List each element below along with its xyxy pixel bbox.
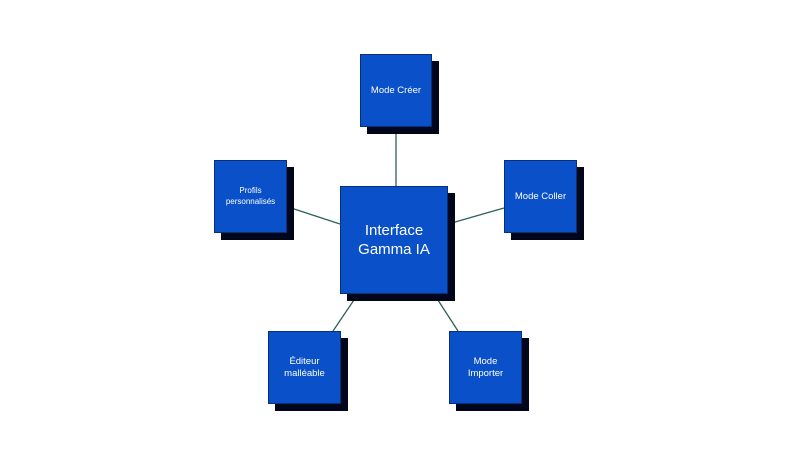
center-node-label: Interface Gamma IA — [358, 221, 430, 260]
node-profils-label-line-2: personnalisés — [225, 196, 276, 206]
center-node-label-line-2: Gamma IA — [358, 241, 430, 258]
node-profils-label: Profils personnalisés — [226, 186, 275, 208]
connector-center-to-mode-coller — [447, 207, 505, 225]
node-editeur-label-line-2: malléable — [284, 367, 325, 379]
node-editeur-malleable: Éditeur malléable — [268, 331, 341, 404]
node-mode-creer-label: Mode Créer — [370, 84, 422, 96]
center-node-interface-gamma-ia: Interface Gamma IA — [340, 186, 448, 294]
center-node-label-line-1: Interface — [364, 221, 424, 239]
connector-center-to-mode-importer — [433, 293, 459, 332]
node-editeur-label-line-1: Éditeur — [289, 355, 320, 367]
node-profils-personnalises: Profils personnalisés — [214, 160, 287, 233]
node-mode-coller: Mode Coller — [504, 160, 577, 233]
node-mode-importer: Mode Importer — [449, 331, 522, 404]
node-mode-coller-label: Mode Coller — [514, 190, 567, 202]
node-mode-importer-label: Mode Importer — [468, 356, 503, 380]
connector-center-to-profils — [287, 206, 341, 225]
node-mode-creer: Mode Créer — [360, 54, 432, 127]
node-mode-importer-label-line-2: Importer — [467, 367, 504, 379]
node-editeur-label: Éditeur malléable — [284, 356, 325, 380]
node-profils-label-line-1: Profils — [239, 185, 262, 195]
node-mode-importer-label-line-1: Mode — [473, 355, 498, 367]
connector-center-to-editeur — [332, 293, 359, 332]
